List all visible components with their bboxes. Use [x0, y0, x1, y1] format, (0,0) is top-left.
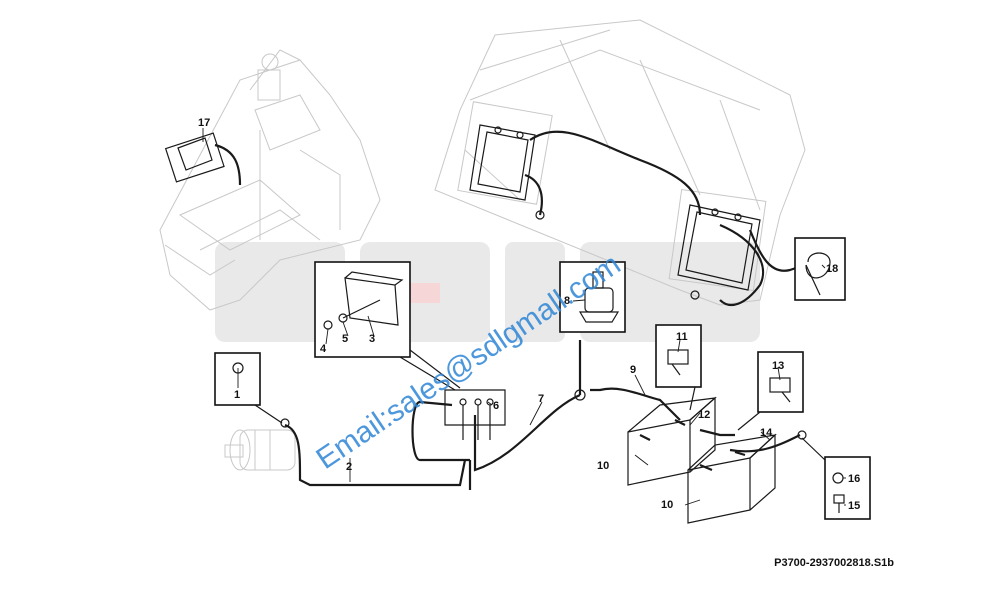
callout-11: 11 [676, 331, 688, 343]
callout-9: 9 [630, 364, 636, 376]
battery-right [687, 433, 777, 524]
callout-14: 14 [760, 427, 773, 439]
callout-16: 16 [848, 473, 860, 485]
callout-13: 13 [772, 360, 784, 372]
callout-frame-13 [737, 351, 804, 431]
callout-frame-8 [559, 261, 626, 333]
callout-frame-15-16 [801, 437, 871, 520]
callout-5: 5 [342, 333, 348, 345]
callout-12: 12 [698, 409, 710, 421]
junction-plate [444, 389, 506, 440]
callout-frame-1 [214, 352, 283, 424]
starter-motor [224, 429, 296, 471]
cab-battery-box [469, 124, 761, 291]
cab-floor-outline [434, 19, 806, 306]
callout-frame-3-5 [314, 261, 461, 391]
callout-2: 2 [346, 461, 352, 473]
callout-8: 8 [564, 295, 570, 307]
callout-10-right: 10 [661, 499, 673, 511]
leader-lines [202, 128, 846, 506]
reference-code: P3700-2937002818.S1b [774, 557, 894, 569]
callout-frame-17 [164, 132, 242, 186]
callout-1: 1 [234, 389, 240, 401]
callout-frame-18 [794, 237, 846, 301]
callout-18: 18 [826, 263, 838, 275]
callout-10-left: 10 [597, 460, 609, 472]
battery-left [627, 396, 717, 486]
callout-15: 15 [848, 500, 860, 512]
callout-7: 7 [538, 393, 544, 405]
callout-6: 6 [493, 400, 499, 412]
machine-frame-outline [159, 49, 381, 311]
callout-3: 3 [369, 333, 375, 345]
cab-harness [524, 130, 821, 307]
callout-4: 4 [320, 343, 327, 355]
callout-frame-11 [655, 324, 702, 411]
main-cables [280, 340, 807, 490]
callout-17: 17 [198, 117, 210, 129]
